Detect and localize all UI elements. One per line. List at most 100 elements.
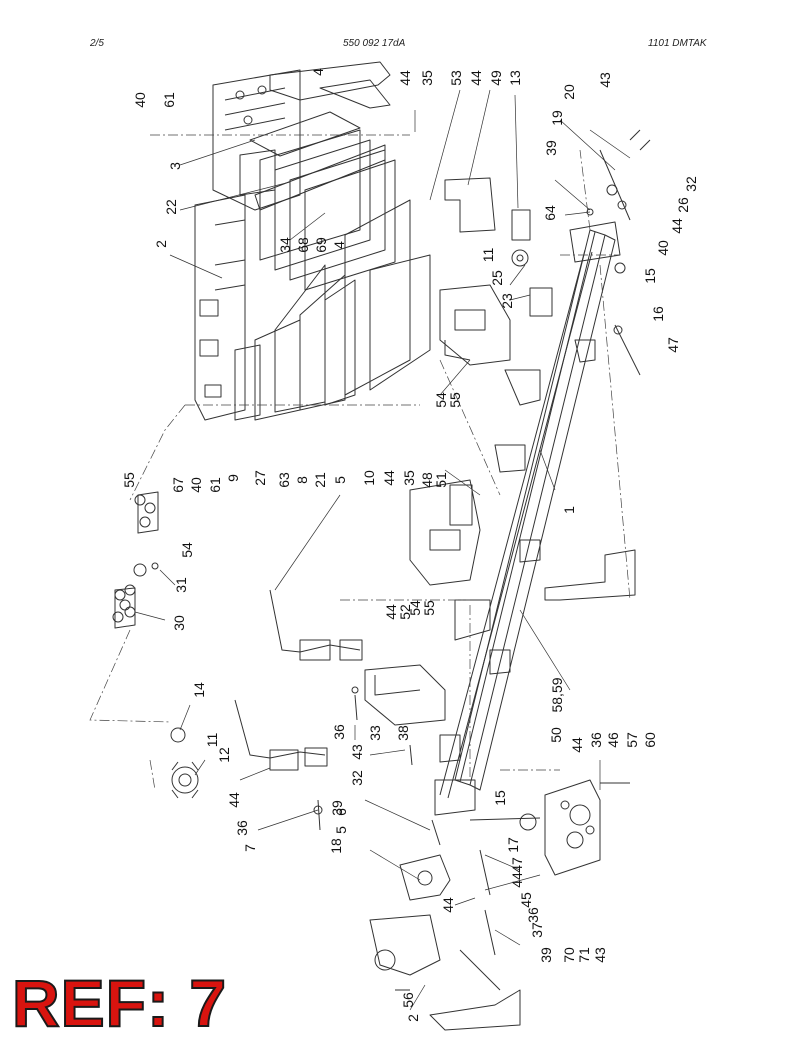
- bracket-assembly-bottom: [369, 914, 441, 991]
- callout: 68: [295, 237, 311, 253]
- callout: 44: [509, 872, 525, 888]
- callout: 13: [507, 70, 523, 86]
- callout: 58,59: [549, 677, 565, 712]
- callout: 15: [642, 268, 658, 284]
- callout: 40: [132, 92, 148, 108]
- callout: 44: [569, 737, 585, 753]
- callout: 12: [216, 747, 232, 763]
- callout: 43: [597, 72, 613, 88]
- shaft-part-60: [469, 813, 541, 831]
- motor-part-7: [544, 779, 601, 876]
- callout: 61: [207, 477, 223, 493]
- callout: 30: [171, 615, 187, 631]
- callout: 4: [331, 241, 347, 249]
- callout: 54: [179, 542, 195, 558]
- callout: 55: [121, 472, 137, 488]
- bracket-part-49: [444, 177, 496, 233]
- bracket-part-13: [511, 209, 531, 241]
- callout: 17: [505, 837, 521, 853]
- callout: 16: [650, 306, 666, 322]
- callout: 40: [655, 240, 671, 256]
- callout: 38: [395, 725, 411, 741]
- callout: 44: [669, 218, 685, 234]
- reference-label: REF: 7: [11, 966, 228, 1040]
- clamp-assembly-lower: [409, 479, 481, 586]
- small-plate-23: [529, 287, 553, 317]
- callout: 36: [234, 820, 250, 836]
- callout: 64: [542, 205, 558, 221]
- callout: 63: [276, 472, 292, 488]
- side-plate-stack: [249, 111, 396, 291]
- callout: 9: [225, 474, 241, 482]
- callout: 2: [405, 1014, 421, 1022]
- clamp-assembly-upper: [439, 284, 511, 366]
- callout: 21: [312, 472, 328, 488]
- callout: 36: [331, 724, 347, 740]
- callout: 45: [518, 892, 534, 908]
- base-frame-part-2: [194, 194, 246, 421]
- callout: 35: [419, 70, 435, 86]
- callout: 49: [488, 70, 504, 86]
- callout: 11: [204, 733, 220, 748]
- plate-stack-part: [212, 69, 301, 211]
- handle-part-5-lower: [234, 699, 328, 771]
- callout: 53: [448, 70, 464, 86]
- callout: 54: [407, 600, 423, 616]
- callout: 36: [525, 907, 541, 923]
- callout: 36: [588, 732, 604, 748]
- callout-labels: 4 44 35 53 44 49 13 40 61 3 22 34 68 69 …: [121, 68, 699, 1022]
- chain-part-30: [112, 491, 159, 629]
- link-part-31: [133, 562, 159, 577]
- callout: 32: [683, 176, 699, 192]
- handle-part-5-upper: [269, 589, 363, 661]
- callout: 15: [492, 790, 508, 806]
- callout: 47: [509, 857, 525, 873]
- callout: 57: [624, 732, 640, 748]
- callout: 25: [489, 270, 505, 286]
- callout: 23: [499, 293, 515, 309]
- callout: 31: [173, 577, 189, 593]
- callout: 26: [675, 197, 691, 213]
- callout: 61: [161, 92, 177, 108]
- callout: 6: [333, 808, 349, 816]
- callout: 2: [153, 240, 169, 248]
- callout: 8: [294, 476, 310, 484]
- callout: 5: [333, 826, 349, 834]
- callout: 44: [226, 792, 242, 808]
- callout: 71: [576, 947, 592, 963]
- callout: 44: [468, 70, 484, 86]
- callout: 55: [447, 392, 463, 408]
- document-number: 550 092 17dA: [343, 38, 406, 49]
- callout: 47: [665, 337, 681, 353]
- callout: 55: [421, 600, 437, 616]
- callout: 1: [561, 506, 577, 514]
- callout: 43: [349, 744, 365, 760]
- sprocket-part-11: [170, 727, 199, 799]
- pins-lower: [313, 686, 630, 956]
- callout: 37: [529, 922, 545, 938]
- callout: 7: [242, 844, 258, 852]
- callout: 67: [170, 477, 186, 493]
- callout: 44: [381, 470, 397, 486]
- callout: 44: [397, 70, 413, 86]
- callout: 32: [349, 770, 365, 786]
- drive-assembly-part-6: [399, 854, 451, 901]
- callout: 56: [400, 992, 416, 1008]
- callout: 60: [642, 732, 658, 748]
- plate-layers: [234, 199, 431, 421]
- block-part-50: [364, 664, 446, 726]
- callout: 39: [329, 800, 345, 816]
- callout: 34: [277, 237, 293, 253]
- callout: 46: [605, 732, 621, 748]
- callout: 43: [592, 947, 608, 963]
- callout: 22: [163, 199, 179, 215]
- main-rail-part-1: [434, 221, 621, 816]
- callout: 14: [191, 682, 207, 698]
- callout: 5: [332, 476, 348, 484]
- pin-assembly-top-right: [586, 129, 651, 376]
- callout: 44: [383, 604, 399, 620]
- callout: 20: [561, 84, 577, 100]
- callout: 70: [561, 947, 577, 963]
- callout: 44: [440, 897, 456, 913]
- callout: 27: [252, 470, 268, 486]
